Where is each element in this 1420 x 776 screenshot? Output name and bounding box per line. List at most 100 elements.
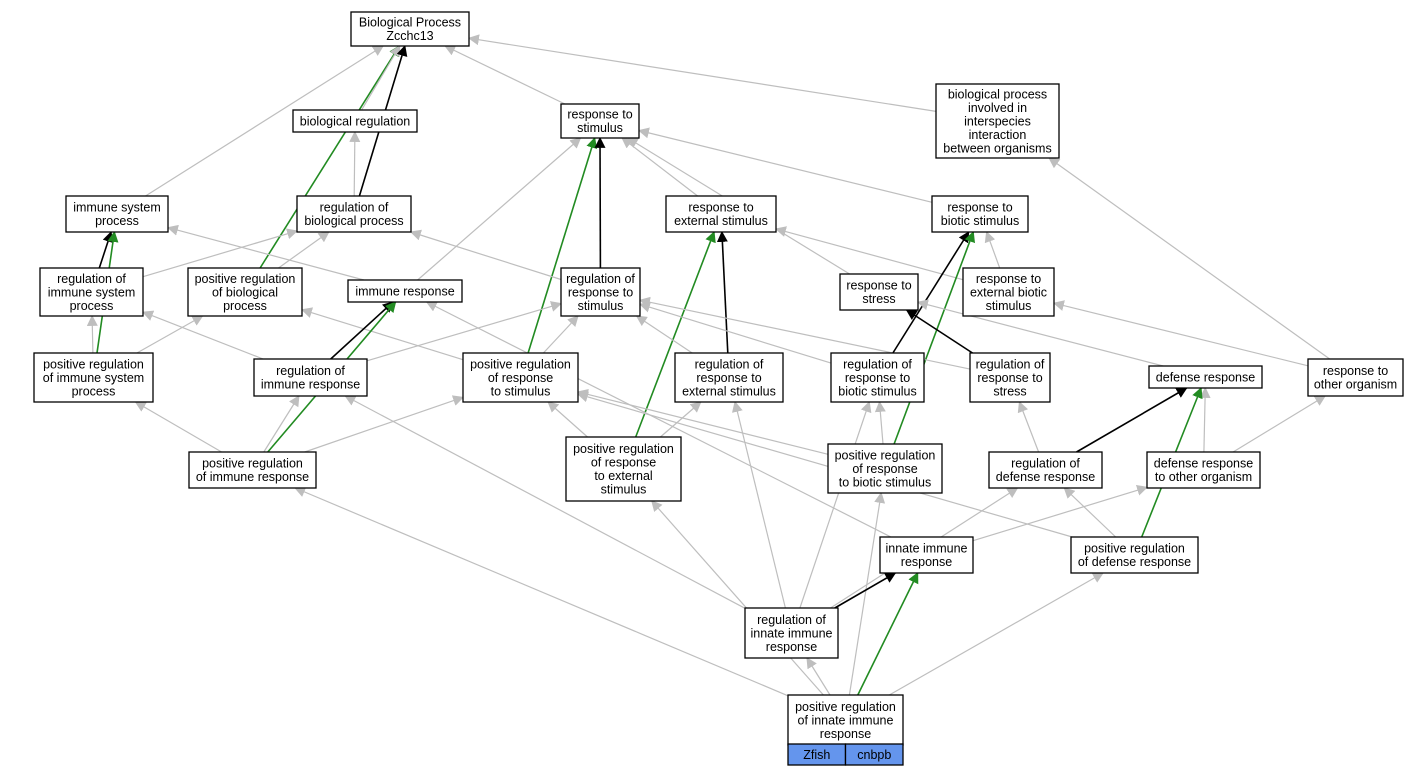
gene-label: cnbpb (857, 748, 891, 762)
node-label-line: innate immune (886, 542, 968, 556)
node-label-line: response to (976, 272, 1041, 286)
node-box (462, 352, 579, 403)
node-label-line: response to (947, 201, 1012, 215)
node-label-line: response to (568, 285, 633, 299)
edge-pos-reg-innate-immune-to-innate-immune-response (857, 572, 919, 696)
node-label-line: of response (591, 456, 656, 470)
node-label-line: process (70, 299, 114, 313)
edge-defense-response-to-response-to-stress (916, 299, 1164, 367)
node-label-line: regulation of (1011, 457, 1080, 471)
edge-pos-reg-response-stimulus-to-regulation-response-stimulus (542, 315, 579, 354)
node-label-line: stimulus (601, 483, 647, 497)
node-label-line: response (820, 727, 871, 741)
edge-regulation-response-biotic-to-response-biotic-stimulus (892, 231, 970, 354)
node-box (962, 267, 1055, 317)
node-label-line: immune response (261, 378, 360, 392)
node-label-line: defense response (996, 470, 1095, 484)
node-label-line: response to (977, 371, 1042, 385)
edge-response-other-organism-to-response-external-biotic (1052, 300, 1309, 367)
node-label-line: to other organism (1155, 470, 1252, 484)
node-box (1148, 365, 1263, 389)
gene-cell-cnbpb[interactable]: cnbpb (844, 743, 904, 766)
node-label-line: interaction (969, 128, 1027, 142)
node-label-line: process (223, 299, 267, 313)
edge-pos-reg-response-biotic-to-response-biotic-stimulus (893, 230, 975, 445)
node-label-line: of innate immune (798, 713, 894, 727)
edge-regulation-innate-immune-to-regulation-immune-response (344, 395, 746, 609)
edge-regulation-immune-response-to-regulation-immune-system-process (141, 310, 264, 360)
node-box (33, 352, 154, 403)
node-box (560, 267, 641, 317)
edge-regulation-response-stimulus-to-regulation-bp (409, 229, 562, 281)
edge-response-external-biotic-to-response-biotic-stimulus (984, 230, 1001, 269)
node-label-line: between organisms (943, 141, 1051, 155)
node-label-line: biotic stimulus (941, 214, 1020, 228)
edge-pos-reg-defense-response-to-pos-reg-response-stimulus (576, 391, 1073, 538)
node-label-line: positive regulation (1084, 542, 1185, 556)
node-box (969, 352, 1051, 403)
node-label-line: positive regulation (795, 700, 896, 714)
node-label-line: to stimulus (491, 384, 551, 398)
node-label-line: to external (594, 469, 652, 483)
edge-regulation-innate-immune-to-innate-immune-response (834, 572, 897, 609)
edge-regulation-immune-response-to-regulation-response-stimulus (366, 301, 563, 362)
node-label-line: biotic stimulus (838, 384, 917, 398)
edge-response-other-organism-to-interspecies (1048, 157, 1331, 360)
node-box (188, 451, 317, 489)
node-immune-response[interactable]: immune response (347, 279, 463, 303)
node-biological-regulation[interactable]: biological regulation (292, 109, 418, 133)
node-label-line: regulation of (843, 357, 912, 371)
edge-pos-reg-response-external-to-pos-reg-response-stimulus (547, 401, 588, 438)
node-label-line: external biotic (970, 285, 1047, 299)
edge-response-external-biotic-to-response-external-stimulus (774, 226, 964, 281)
edge-pos-reg-response-external-to-regulation-response-external (660, 401, 702, 438)
node-defense-response[interactable]: defense response (1148, 365, 1263, 389)
gene-cell-zfish[interactable]: Zfish (787, 743, 847, 766)
node-label-line: response to (846, 279, 911, 293)
node-box (292, 109, 418, 133)
edge-regulation-innate-immune-to-regulation-response-biotic (799, 400, 872, 609)
node-label-line: regulation of (566, 272, 635, 286)
node-box (988, 451, 1103, 489)
edge-pos-reg-immune-response-to-regulation-immune-response (263, 395, 300, 453)
node-label-line: immune system (73, 201, 161, 215)
edge-positive-regulation-bp-to-bp (259, 45, 400, 269)
node-box (839, 273, 919, 311)
node-label-line: positive regulation (835, 448, 936, 462)
node-box (830, 352, 925, 403)
edge-pos-reg-response-biotic-to-regulation-response-biotic (874, 400, 886, 445)
node-label-line: positive regulation (202, 457, 303, 471)
node-label-line: of response (488, 371, 553, 385)
node-label-line: response to (688, 201, 753, 215)
node-label-line: response to (845, 371, 910, 385)
edge-pos-reg-response-biotic-to-pos-reg-response-stimulus (576, 388, 829, 455)
